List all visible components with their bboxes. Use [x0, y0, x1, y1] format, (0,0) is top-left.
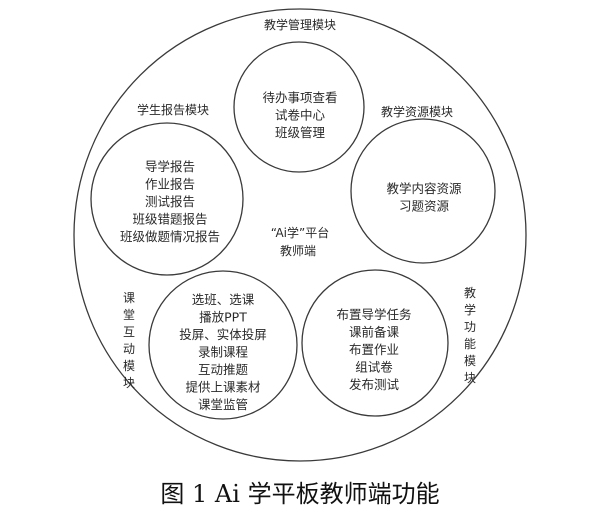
center-platform-name: “Ai学”平台	[271, 225, 329, 240]
module-item: 作业报告	[145, 177, 195, 192]
circle-student-reports	[90, 122, 244, 276]
module-item: 布置作业	[349, 342, 399, 357]
title-teaching-resources: 教学资源模块	[381, 104, 453, 119]
module-item: 班级做题情况报告	[120, 229, 220, 244]
circle-teaching-management	[233, 41, 365, 173]
circle-classroom-interaction	[148, 270, 298, 420]
center-platform-role: 教师端	[280, 243, 316, 258]
circle-teaching-resources	[350, 118, 496, 264]
module-item: 班级错题报告	[132, 212, 207, 227]
module-item: 试卷中心	[275, 108, 326, 123]
title-teaching-functions: 教学功能模块	[464, 285, 476, 385]
module-item: 投屏、实体投屏	[179, 327, 267, 342]
module-item: 导学报告	[145, 159, 195, 174]
module-item: 选班、选课	[192, 292, 255, 307]
figure-caption: 图 1 Ai 学平板教师端功能	[160, 480, 439, 508]
title-classroom-interaction: 课堂互动模块	[123, 291, 135, 390]
outer-circle	[73, 8, 527, 462]
module-item: 播放PPT	[199, 310, 247, 325]
module-item: 互动推题	[198, 362, 249, 377]
vertical-title-text: 教学功能模块	[464, 285, 476, 385]
title-teaching-management: 教学管理模块	[264, 17, 336, 32]
module-item: 组试卷	[355, 360, 393, 375]
module-item: 录制课程	[198, 345, 249, 360]
module-item: 发布测试	[349, 377, 400, 392]
module-item: 课堂监管	[198, 397, 248, 412]
module-item: 提供上课素材	[185, 380, 260, 395]
module-item: 教学内容资源	[386, 181, 462, 196]
module-item: 班级管理	[275, 125, 326, 140]
module-item: 习题资源	[399, 199, 450, 214]
title-student-reports: 学生报告模块	[137, 102, 209, 117]
module-item: 课前备课	[349, 325, 400, 340]
module-item: 布置导学任务	[336, 307, 411, 322]
module-item: 待办事项查看	[262, 90, 337, 105]
module-item: 测试报告	[145, 194, 195, 209]
vertical-title-text: 课堂互动模块	[123, 291, 135, 390]
circle-teaching-functions	[301, 269, 449, 417]
